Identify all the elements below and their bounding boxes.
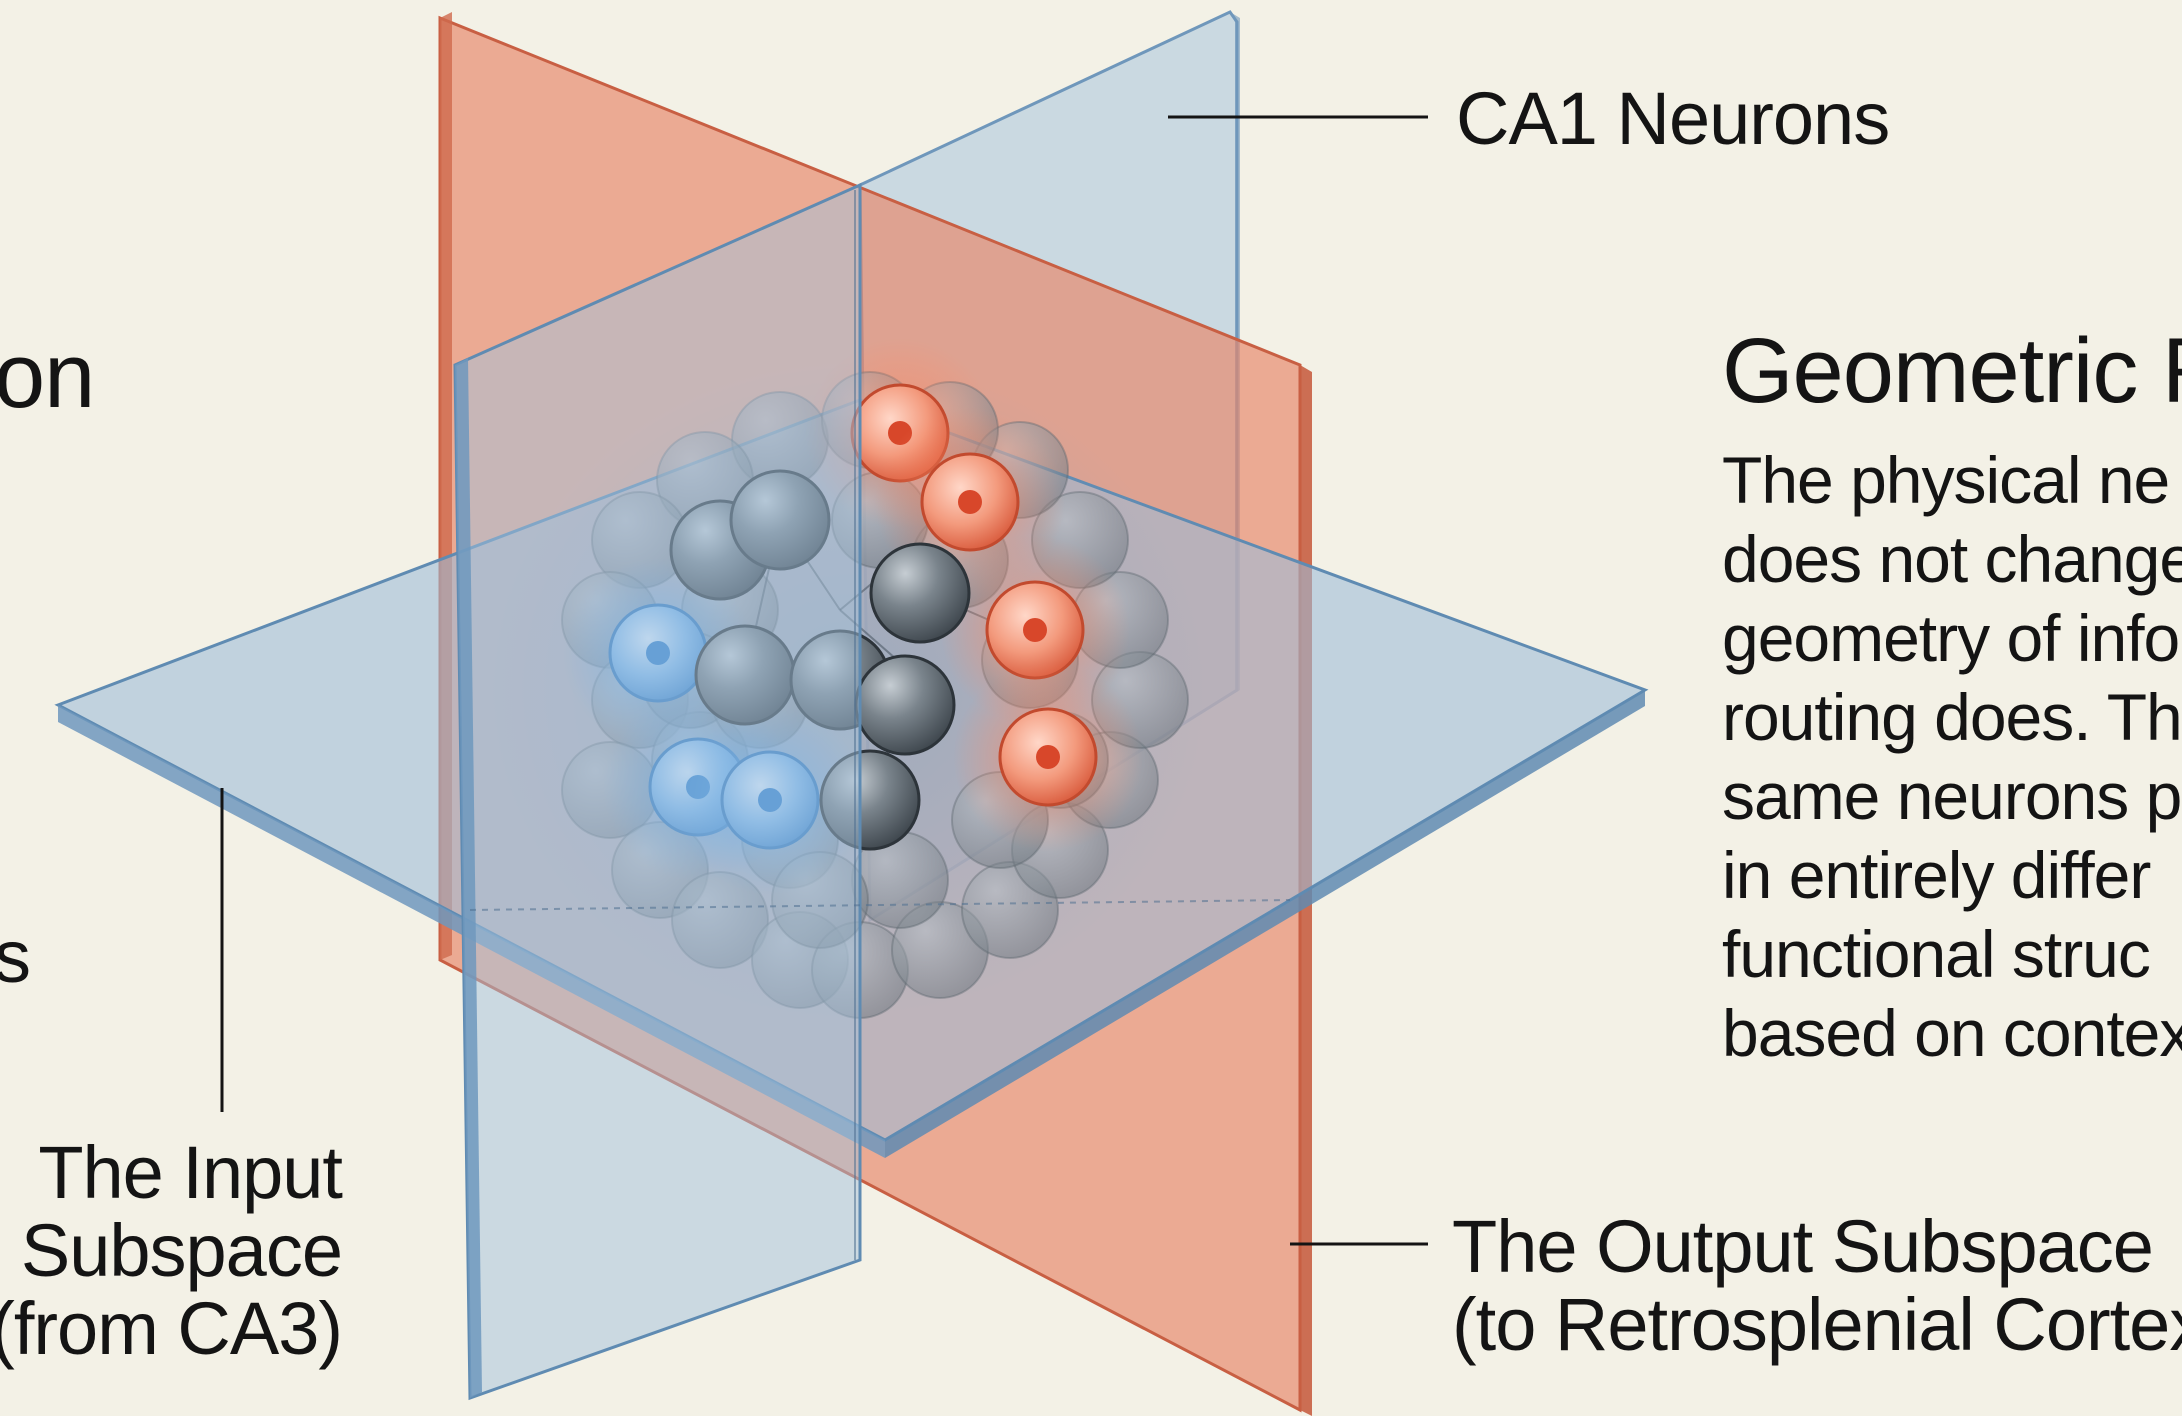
input-label-line-3: (from CA3) [0,1290,342,1368]
input-label-line-1: The Input [0,1134,342,1212]
paragraph-line: functional struc [1722,915,2182,994]
left-text-fragment: s [0,918,30,996]
ca1-neurons-label: CA1 Neurons [1456,80,1889,158]
paragraph-line: same neurons p [1722,757,2182,836]
red-neuron-nucleus [1036,745,1060,769]
input-subspace-label: The Input Subspace (from CA3) [0,1134,342,1368]
paragraph-line: The physical ne [1722,441,2182,520]
paragraph-line: geometry of info [1722,599,2182,678]
left-heading-fragment: on [0,328,94,424]
ca1-front-plane [455,185,860,1398]
gray-neuron [856,656,954,754]
paragraph-line: based on contex [1722,994,2182,1073]
right-panel-heading: Geometric R [1722,323,2182,419]
paragraph-line: routing does. Th [1722,678,2182,757]
input-label-line-2: Subspace [0,1212,342,1290]
output-label-line-1: The Output Subspace [1452,1208,2182,1286]
gray-neuron [871,544,969,642]
red-neuron-nucleus [1023,618,1047,642]
output-subspace-label: The Output Subspace (to Retrosplenial Co… [1452,1208,2182,1364]
paragraph-line: in entirely differ [1722,836,2182,915]
output-label-line-2: (to Retrosplenial Cortex) [1452,1286,2182,1364]
red-neuron-nucleus [958,490,982,514]
paragraph-line: does not change [1722,520,2182,599]
right-panel-paragraph: The physical ne does not change geometry… [1722,441,2182,1073]
